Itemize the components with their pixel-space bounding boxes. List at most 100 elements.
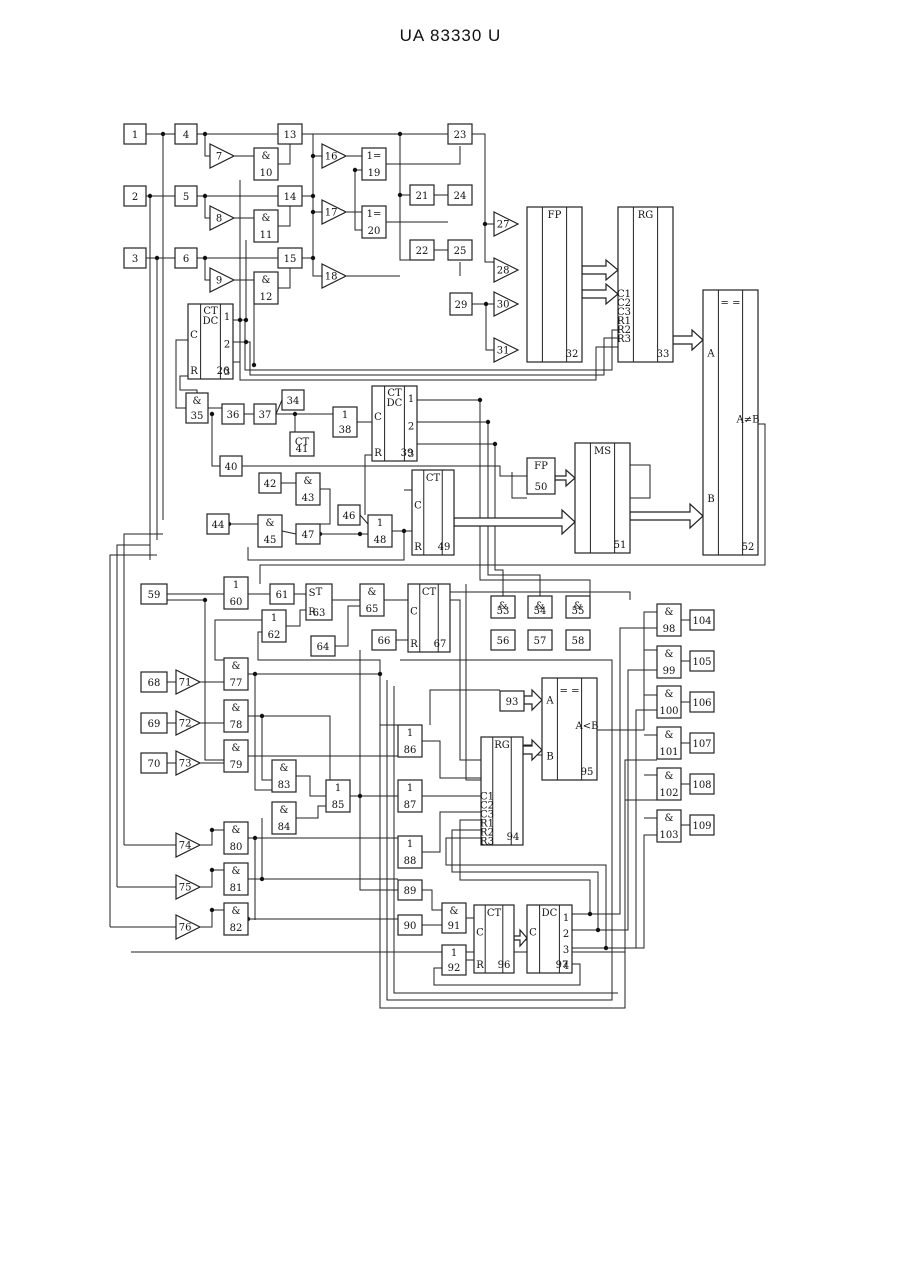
block-label: 37 (259, 410, 272, 421)
block-16: 16 (322, 144, 346, 168)
pin-r: R (414, 542, 422, 553)
junction-dot (311, 154, 315, 158)
junction-dot (253, 836, 257, 840)
bus-arrow (555, 470, 575, 486)
bus-arrow (454, 510, 575, 534)
block-label: 23 (454, 130, 467, 141)
block-label: 69 (148, 719, 161, 730)
block-92: 192 (442, 945, 466, 975)
block-function: RG (494, 740, 510, 751)
block-21: 21 (410, 185, 434, 205)
block-47: 47 (296, 524, 320, 544)
block-62: 162 (262, 610, 286, 642)
wire (360, 650, 398, 890)
junction-dot (353, 168, 357, 172)
block-label: 6 (183, 254, 189, 265)
wire (200, 830, 224, 845)
block-label: 93 (506, 697, 519, 708)
pin-r: R (374, 448, 382, 459)
block-label: 84 (278, 822, 291, 833)
block-label: 55 (572, 606, 585, 617)
block-6: 6 (175, 248, 197, 268)
block-label: 53 (497, 606, 510, 617)
block-label: 67 (434, 639, 447, 650)
block-60: 160 (224, 577, 248, 609)
wire (355, 170, 362, 230)
junction-dot (155, 256, 159, 260)
block-37: 37 (254, 404, 276, 424)
pin-2: 2 (563, 929, 569, 940)
block-label: 80 (230, 842, 243, 853)
wire (296, 776, 326, 796)
block-109: 109 (690, 815, 714, 835)
block-52: = =ABA≠B52 (703, 290, 759, 555)
block-label: 15 (284, 254, 297, 265)
wire (590, 628, 657, 914)
block-71: 71 (176, 670, 200, 694)
pin-r: R (476, 960, 484, 971)
block-label: 60 (230, 597, 243, 608)
pin-c: C (414, 500, 422, 511)
block-function: & (665, 813, 674, 824)
pin-c: C (529, 928, 537, 939)
block-label: 62 (268, 630, 281, 641)
block-58: 58 (566, 630, 590, 650)
block-label: 75 (179, 883, 192, 894)
wire (597, 612, 657, 730)
junction-dot (293, 412, 297, 416)
block-108: 108 (690, 774, 714, 794)
block-function: & (280, 805, 289, 816)
block-43: &43 (296, 473, 320, 505)
block-39: CTDCCR12339 (372, 386, 417, 461)
block-label: 83 (278, 780, 291, 791)
block-frame (527, 207, 582, 362)
block-50: FP50 (527, 458, 555, 494)
block-102: &102 (657, 768, 681, 800)
pin-3: 3 (563, 945, 569, 956)
block-label: 56 (497, 636, 510, 647)
wire (212, 414, 220, 466)
block-function: & (368, 587, 377, 598)
pin-R3: R3 (617, 334, 631, 345)
wire (278, 206, 290, 226)
block-function: CT (422, 587, 437, 598)
block-function: & (266, 518, 275, 529)
block-label: 25 (454, 246, 467, 257)
block-label: 49 (438, 542, 451, 553)
block-function: & (232, 906, 241, 917)
junction-dot (311, 256, 315, 260)
wire (205, 258, 210, 280)
junction-dot (210, 412, 214, 416)
block-68: 68 (141, 672, 167, 692)
block-44: 44 (207, 514, 229, 534)
block-label: 28 (497, 266, 510, 277)
block-label: 20 (368, 226, 381, 237)
block-function: & (450, 906, 459, 917)
block-label: 48 (374, 535, 387, 546)
block-label: 35 (191, 411, 204, 422)
block-function: 1 (335, 783, 341, 794)
block-59: 59 (141, 584, 167, 604)
block-label: 103 (659, 830, 678, 841)
block-label: 104 (692, 616, 711, 627)
wire (400, 134, 410, 260)
wire (335, 606, 360, 646)
block-81: &81 (224, 863, 248, 895)
junction-dot (596, 928, 600, 932)
block-55: &55 (566, 596, 590, 618)
junction-dot (203, 132, 207, 136)
block-function: 1 (342, 410, 348, 421)
wire (296, 806, 326, 818)
block-label: 100 (659, 706, 678, 717)
pin-R3: R3 (480, 837, 494, 848)
block-function: & (232, 661, 241, 672)
block-label: 32 (566, 349, 579, 360)
block-8: 8 (210, 206, 234, 230)
junction-dot (253, 672, 257, 676)
block-label: 17 (325, 208, 338, 219)
block-label: 51 (614, 540, 627, 551)
block-105: 105 (690, 651, 714, 671)
junction-dot (478, 398, 482, 402)
bus-arrow (630, 504, 703, 528)
block-label: 45 (264, 535, 277, 546)
